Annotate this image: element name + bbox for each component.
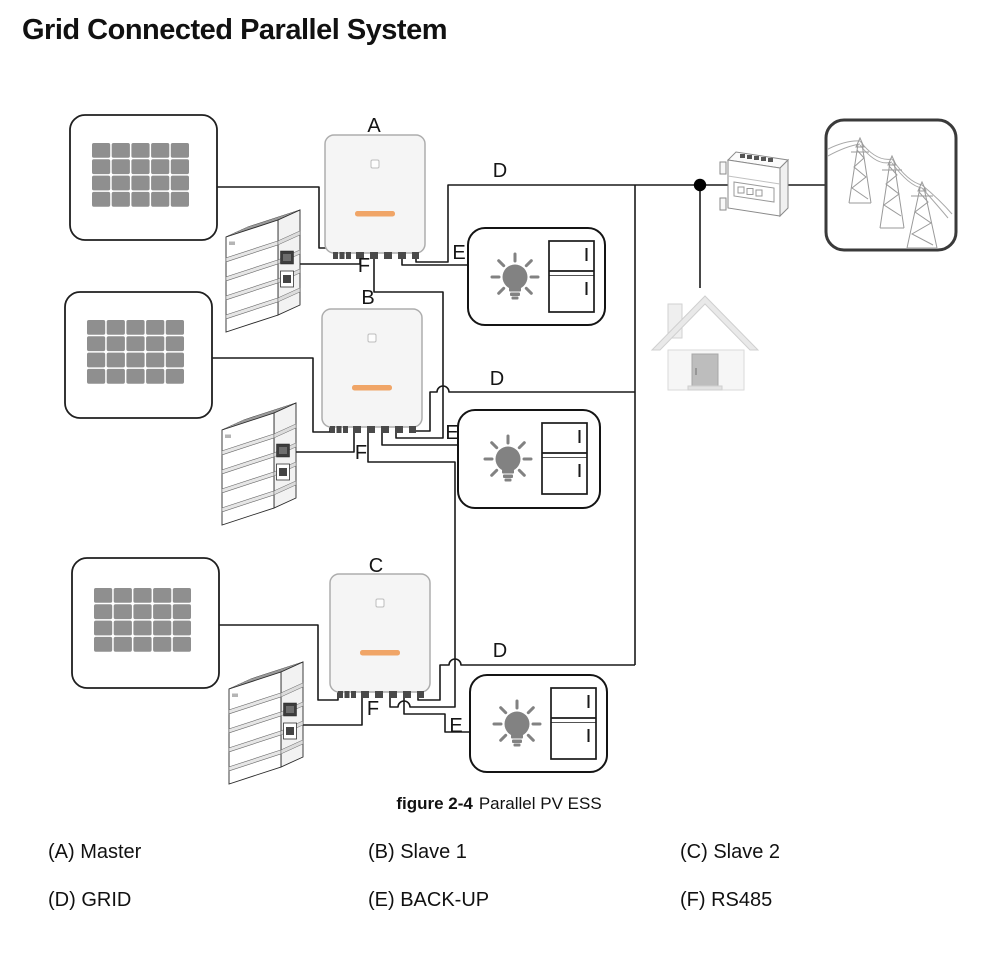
diagram-canvas [64, 114, 958, 785]
backup-loads-box [467, 227, 606, 326]
label-backup-c: E [449, 715, 463, 737]
label-rs485-b: F [354, 442, 368, 464]
wire-grid-c [417, 658, 635, 701]
battery-stack-icon [221, 402, 297, 526]
label-backup-b: E [445, 422, 459, 444]
transmission-towers-icon [828, 136, 953, 248]
grid-junction-dot [693, 178, 707, 192]
figure-title: Parallel PV ESS [478, 794, 602, 813]
label-inverter-c: C [368, 555, 384, 577]
label-backup-a: E [452, 242, 466, 264]
label-grid-c: D [492, 640, 508, 662]
pv-array-icon [64, 291, 213, 419]
label-inverter-b: B [361, 287, 375, 309]
energy-meter-icon [719, 151, 790, 218]
inverter-c-icon [329, 573, 431, 699]
figure-number: figure 2-4 [396, 794, 473, 813]
figure-caption: figure 2-4 Parallel PV ESS [0, 794, 998, 814]
house-icon [650, 295, 760, 391]
wire-battery3-to-inverter-c [297, 692, 363, 726]
wire-rs485-a-to-b [373, 253, 444, 439]
wire-rs485-b-to-c [367, 427, 456, 708]
pv-array-icon [71, 557, 220, 689]
utility-grid-box [824, 118, 958, 252]
label-rs485-a: F [357, 255, 371, 277]
backup-loads-box [469, 674, 608, 773]
label-grid-b: D [489, 368, 505, 390]
wire-grid-b [409, 385, 635, 432]
legend-item-slave1: (B) Slave 1 [368, 841, 467, 863]
battery-stack-icon [228, 661, 304, 785]
backup-loads-box [457, 409, 601, 509]
label-grid-a: D [492, 160, 508, 182]
legend-item-master: (A) Master [48, 841, 142, 863]
legend-item-slave2: (C) Slave 2 [680, 841, 781, 863]
pv-array-icon [69, 114, 218, 241]
legend-item-grid: (D) GRID [48, 889, 132, 911]
label-rs485-c: F [366, 698, 380, 720]
legend-item-backup: (E) BACK-UP [368, 889, 490, 911]
legend-item-rs485: (F) RS485 [680, 889, 773, 911]
wire-battery2-to-inverter-b [290, 427, 355, 453]
battery-stack-icon [225, 209, 301, 333]
inverter-b-icon [321, 308, 423, 434]
inverter-a-icon [324, 134, 426, 260]
label-inverter-a: A [367, 115, 381, 137]
page-title: Grid Connected Parallel System [22, 14, 447, 46]
wire-backup-c [403, 692, 470, 733]
